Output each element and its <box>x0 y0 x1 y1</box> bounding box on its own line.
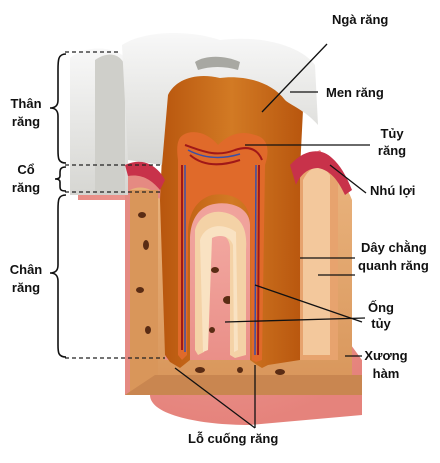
label-co-rang-line2: răng <box>11 180 41 195</box>
label-day-chang-line2: quanh răng <box>358 258 429 273</box>
label-ong-tuy-line1: Ống <box>368 300 394 315</box>
label-xuong-ham-line2: hàm <box>372 366 400 381</box>
label-co-rang-line1: Cổ <box>17 162 35 177</box>
main-tooth <box>122 33 318 368</box>
neighbor-crown <box>70 48 128 195</box>
label-men-rang: Men răng <box>326 85 384 100</box>
label-xuong-ham-line1: Xương <box>364 348 408 363</box>
label-lo-cuong-rang: Lỗ cuống răng <box>188 431 279 446</box>
label-nga-rang: Ngà răng <box>332 12 389 27</box>
label-day-chang-line1: Dây chằng <box>361 240 427 255</box>
leader-lines <box>174 43 370 429</box>
label-tuy-rang-line1: Tủy <box>380 126 404 141</box>
label-than-rang-line1: Thân <box>10 96 42 111</box>
label-chan-rang-line2: răng <box>11 280 41 295</box>
label-than-rang-line2: răng <box>11 114 41 129</box>
label-nhu-loi: Nhú lợi <box>370 183 416 198</box>
section-braces <box>49 53 67 358</box>
label-tuy-rang-line2: răng <box>377 143 407 158</box>
gingival-papilla <box>125 151 352 195</box>
label-ong-tuy-line2: tủy <box>371 316 391 331</box>
label-chan-rang-line1: Chân <box>9 262 43 277</box>
bracket-guides <box>65 51 165 359</box>
